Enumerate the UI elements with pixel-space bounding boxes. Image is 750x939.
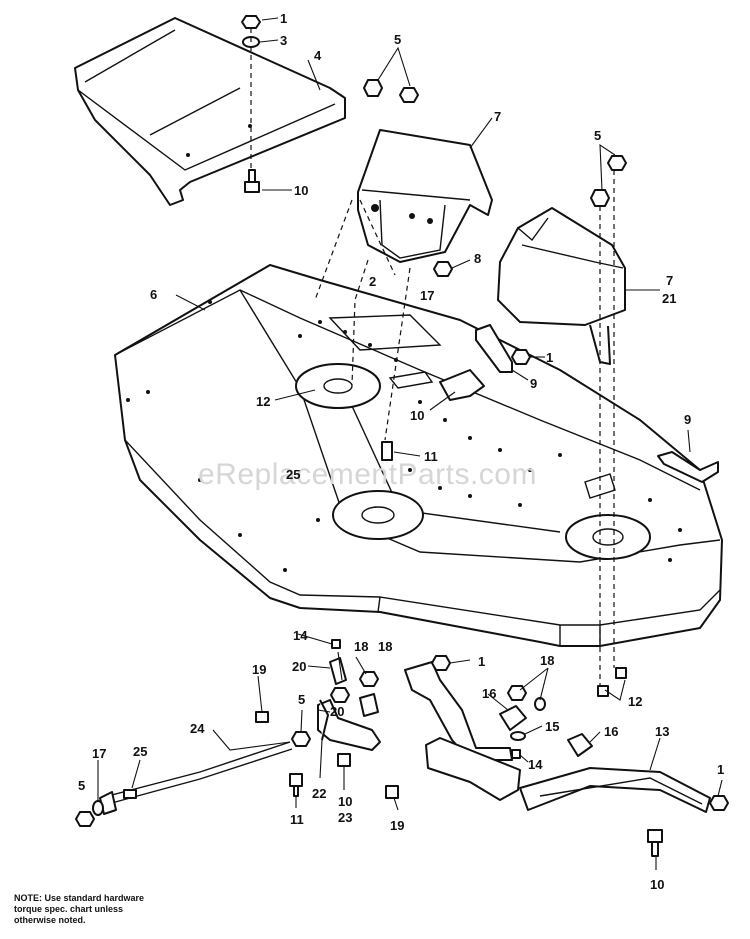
callout-label: 4 <box>314 48 322 63</box>
callout-label: 7 <box>494 109 501 124</box>
callout-label: 20 <box>292 659 306 674</box>
callout-label: 18 <box>378 639 392 654</box>
bolt-19-bottom-part <box>385 785 399 799</box>
callout-label: 1 <box>546 350 553 365</box>
note-line: otherwise noted. <box>14 915 86 925</box>
callout-label: 21 <box>662 291 676 306</box>
callout-label: 11 <box>290 812 304 827</box>
bolt-19-left-part <box>255 711 269 723</box>
callout-label: 1 <box>280 11 287 26</box>
callout-label: 3 <box>280 33 287 48</box>
callout-label: 25 <box>286 467 300 482</box>
bracket-16-left-part <box>499 705 527 731</box>
note-line: torque spec. chart unless <box>14 904 124 914</box>
callout-label: 17 <box>92 746 106 761</box>
bracket-9-upper-part <box>475 324 513 373</box>
callout-label: 6 <box>150 287 157 302</box>
belt-cover-part <box>74 17 346 206</box>
callout-label: 16 <box>604 724 618 739</box>
callout-label: 9 <box>530 376 537 391</box>
callout-label: 14 <box>293 628 308 643</box>
callout-label: 10 <box>410 408 424 423</box>
callout-label: 7 <box>666 273 673 288</box>
nut-1-top-part <box>241 15 261 29</box>
washer-15-part <box>510 731 526 741</box>
stud-11-part <box>381 441 393 461</box>
callout-label: 5 <box>594 128 601 143</box>
callout-label: 12 <box>256 394 270 409</box>
nut-18-group-part <box>330 671 546 711</box>
bolt-11-bottom-part <box>289 773 303 797</box>
callout-label: 17 <box>420 288 434 303</box>
callout-label: 1 <box>717 762 724 777</box>
callout-label: 8 <box>474 251 481 266</box>
callout-label: 23 <box>338 810 352 825</box>
adjuster-plate-22-part <box>317 699 381 751</box>
callout-label: 10 <box>338 794 352 809</box>
bracket-20-upper-part <box>329 657 347 685</box>
callout-label: 16 <box>482 686 496 701</box>
callout-label: 10 <box>294 183 308 198</box>
nut-5-pair-right-part <box>590 155 627 207</box>
nut-5-pair-left-part <box>363 79 419 103</box>
note-line: NOTE: Use standard hardware <box>14 893 145 903</box>
callout-label: 25 <box>133 744 147 759</box>
callout-label: 1 <box>478 654 485 669</box>
spindle-shield-right-part <box>497 207 626 365</box>
bolt-10-lower-part <box>337 753 351 767</box>
nut-1-lower-part <box>431 655 451 671</box>
nut-1-mid-part <box>511 349 531 365</box>
callout-label: 5 <box>394 32 401 47</box>
callout-label: 10 <box>650 877 664 892</box>
watermark-text: eReplacementParts.com <box>198 458 537 491</box>
hardware-note: NOTE: Use standard hardware torque spec.… <box>14 893 214 926</box>
callout-label: 5 <box>298 692 305 707</box>
bolt-10-top-part <box>244 169 260 193</box>
rod-24-part <box>99 741 293 815</box>
bracket-16-right-part <box>567 733 593 757</box>
callout-label: 19 <box>390 818 404 833</box>
callout-label: 18 <box>354 639 368 654</box>
callout-label: 20 <box>330 704 344 719</box>
nut-5-rod-part <box>75 731 311 827</box>
callout-label: 13 <box>655 724 669 739</box>
callout-label: 2 <box>369 274 376 289</box>
clip-25-part <box>123 789 137 799</box>
blade-guard-bracket-part <box>404 661 521 801</box>
callout-label: 12 <box>628 694 642 709</box>
bolt-10-bottom-part <box>647 829 663 857</box>
bracket-20-lower-part <box>359 693 379 717</box>
washer-17-part <box>92 800 104 816</box>
bracket-9-right-part <box>657 451 719 483</box>
skid-13-part <box>519 767 711 813</box>
nut-1-right-part <box>709 795 729 811</box>
nut-8-part <box>433 261 453 277</box>
callout-label: 11 <box>424 449 438 464</box>
callout-label: 5 <box>78 778 85 793</box>
bolt-12-pair-part <box>597 667 627 697</box>
spindle-shield-left-part <box>357 129 493 263</box>
callout-label: 19 <box>252 662 266 677</box>
callout-label: 24 <box>190 721 205 736</box>
callout-label: 9 <box>684 412 691 427</box>
callout-label: 18 <box>540 653 554 668</box>
callout-label: 15 <box>545 719 559 734</box>
callout-label: 14 <box>528 757 543 772</box>
callout-label: 22 <box>312 786 326 801</box>
